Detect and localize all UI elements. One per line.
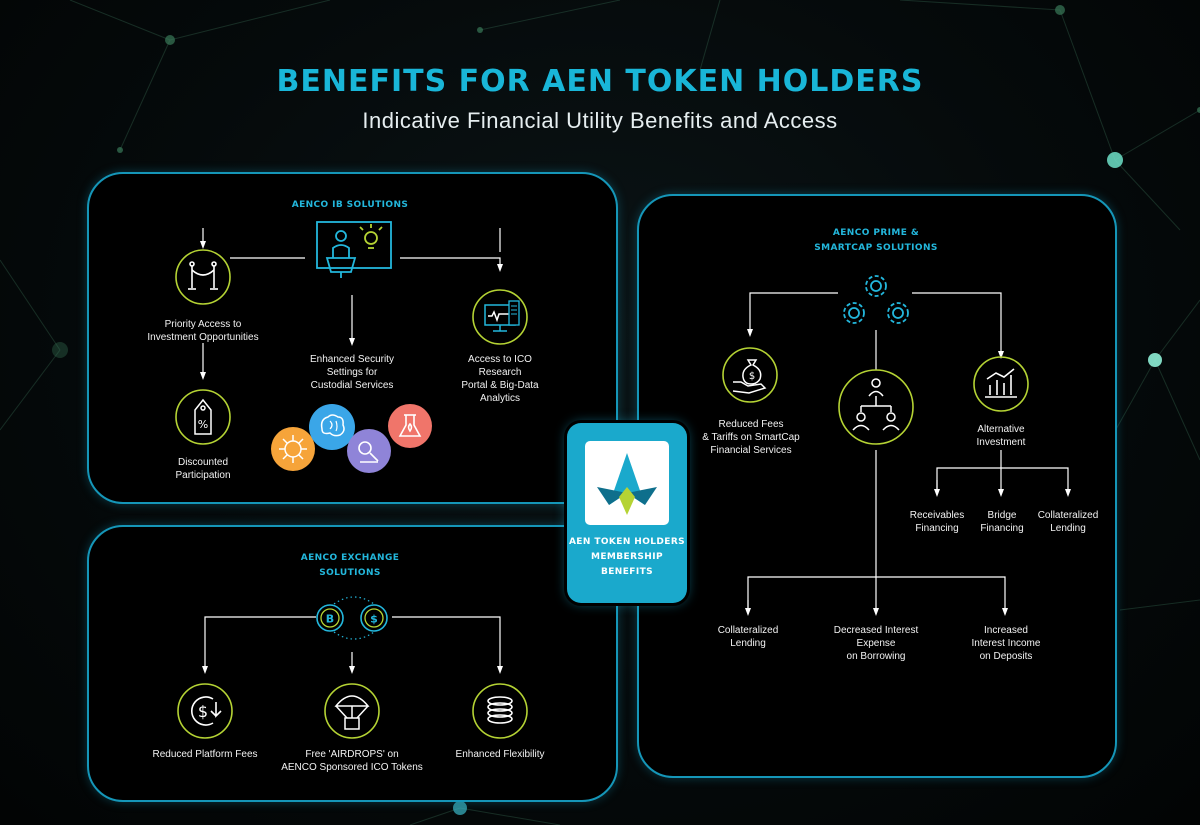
prime-solutions-heading: AENCO PRIME & SMARTCAP SOLUTIONS [814, 228, 938, 253]
org-chart-icon [838, 369, 914, 445]
monitor-icon [472, 289, 528, 345]
svg-text:$: $ [749, 371, 755, 382]
bar-chart-icon [973, 356, 1029, 412]
increased-interest-label: Increased Interest Income on Deposits [971, 625, 1041, 662]
enhanced-flexibility-label: Enhanced Flexibility [455, 749, 545, 760]
enhanced-security-label: Enhanced Security Settings for Custodial… [310, 354, 394, 391]
flask-bubble-icon [388, 404, 432, 448]
microscope-bubble-icon [347, 429, 391, 473]
svg-text:$: $ [198, 702, 208, 721]
price-tag-icon: % [175, 389, 231, 445]
svg-text:$: $ [370, 613, 378, 626]
page-subtitle: Indicative Financial Utility Benefits an… [362, 108, 838, 133]
membership-benefits-label: AEN TOKEN HOLDERS MEMBERSHIP BENEFITS [568, 537, 686, 577]
reduced-fees-tariffs-label: Reduced Fees & Tariffs on SmartCap Finan… [702, 419, 800, 456]
reduced-platform-fees-label: Reduced Platform Fees [152, 749, 258, 760]
collateralized-lending-right-label: Collateralized Lending [1037, 510, 1099, 534]
exchange-solutions-heading: AENCO EXCHANGE SOLUTIONS [300, 553, 400, 578]
svg-text:%: % [198, 418, 208, 431]
priority-access-label: Priority Access to Investment Opportunit… [147, 319, 259, 343]
aen-logo-icon [597, 453, 657, 515]
receivables-financing-label: Receivables Financing [909, 510, 965, 534]
bitcoin-coin-icon: B [316, 604, 344, 632]
dollar-refund-icon: $ [177, 683, 233, 739]
decreased-interest-label: Decreased Interest Expense on Borrowing [833, 625, 919, 662]
svg-text:B: B [326, 613, 334, 626]
collateralized-lending-left-label: Collateralized Lending [717, 625, 779, 649]
presenter-icon [316, 221, 392, 278]
ico-research-label: Access to ICO Research Portal & Big-Data… [461, 354, 539, 404]
money-bag-hand-icon: $ [722, 347, 778, 403]
bridge-financing-label: Bridge Financing [980, 510, 1024, 534]
barrier-icon [175, 249, 231, 305]
alternative-investment-label: Alternative Investment [976, 424, 1026, 448]
page-title: BENEFITS FOR AEN TOKEN HOLDERS [276, 64, 924, 99]
dollar-coin-icon: $ [360, 604, 388, 632]
virus-bubble-icon [271, 427, 315, 471]
gears-icon [843, 275, 909, 324]
free-airdrops-label: Free 'AIRDROPS' on AENCO Sponsored ICO T… [281, 749, 423, 773]
airdrop-parachute-icon [324, 683, 380, 739]
brain-bubble-icon [309, 404, 355, 450]
membership-benefits-tile: AEN TOKEN HOLDERS MEMBERSHIP BENEFITS [567, 423, 687, 603]
logo-box [585, 441, 669, 525]
discounted-participation-label: Discounted Participation [175, 457, 231, 481]
ib-solutions-heading: AENCO IB SOLUTIONS [291, 200, 409, 210]
coil-stack-icon [472, 683, 528, 739]
